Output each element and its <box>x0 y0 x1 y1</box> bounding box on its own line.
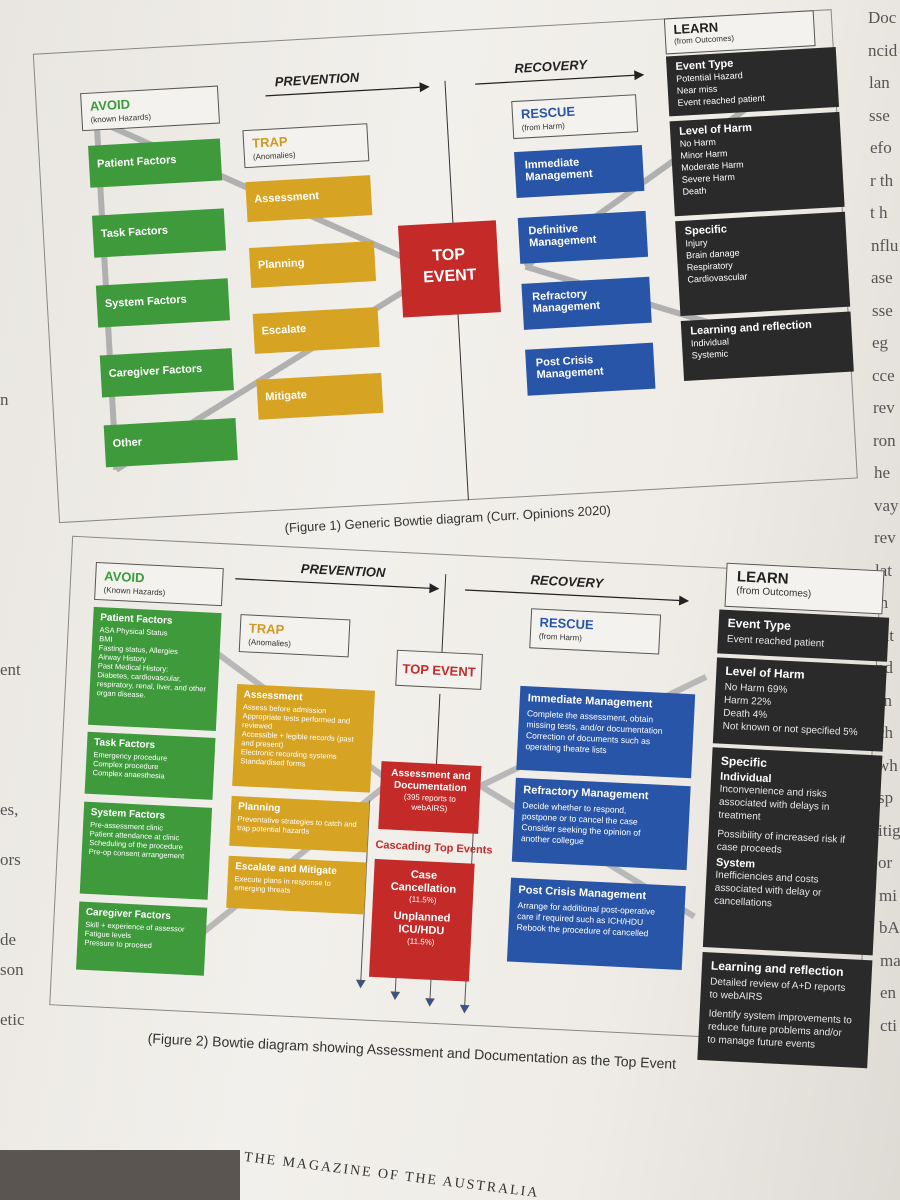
side-text-line: itig <box>878 820 900 840</box>
avoid-item: System Factors <box>95 278 230 328</box>
side-text-line: es, <box>0 800 19 819</box>
side-text-line: lan <box>869 73 890 92</box>
figure-1-rescue-header: RESCUE (from Harm) <box>511 94 639 140</box>
figure-2: PREVENTION RECOVERY AVOID (Known Hazards… <box>45 526 900 1126</box>
side-text-line: n <box>0 390 9 409</box>
avoid-item: Task Factors <box>91 208 227 258</box>
trap-item: Assessment <box>245 175 373 223</box>
trap-item-label: Assessment <box>253 190 320 206</box>
side-text-line: nflu <box>871 235 899 255</box>
figure-2-cascade-box: Case Cancellation (11.5%) Unplanned ICU/… <box>369 858 475 982</box>
side-text-line: eg <box>872 333 889 352</box>
side-text-line: ent <box>0 660 21 679</box>
rescue-title: RESCUE <box>539 614 595 633</box>
trap-item: Escalate <box>252 306 380 354</box>
side-text-line: sse <box>869 105 890 125</box>
trap-subtitle: (Anomalies) <box>248 637 292 649</box>
side-text-line: bA <box>879 918 900 937</box>
side-text-line: rev <box>873 398 895 417</box>
side-text-line: t h <box>870 203 888 222</box>
avoid-item: Caregiver Factors <box>99 348 234 398</box>
avoid-subtitle: (Known Hazards) <box>103 585 166 598</box>
side-text-line: etic <box>0 1010 25 1029</box>
side-text-line: ors <box>0 850 21 869</box>
figure-2-center-event: Assessment and Documentation (395 report… <box>378 761 482 834</box>
avoid-item-label: Patient Factors <box>96 153 177 171</box>
side-text-line: sse <box>872 300 893 320</box>
top-event-line-2: EVENT <box>422 266 477 287</box>
side-text-line: ase <box>871 268 893 287</box>
side-text-line: ron <box>873 430 896 450</box>
avoid-item: Other <box>103 418 238 468</box>
rescue-subtitle: (from Harm) <box>538 631 583 643</box>
magazine-footer: THE MAGAZINE OF THE AUSTRALIA <box>243 1150 541 1200</box>
side-text-line: ncid <box>868 40 898 60</box>
avoid-item-label: System Factors <box>104 293 188 311</box>
side-text-line: sp <box>878 788 894 807</box>
side-text-line: vay <box>874 495 899 515</box>
top-event-title: TOP EVENT <box>402 661 476 680</box>
side-text-line: cce <box>872 365 895 385</box>
rescue-title: RESCUE <box>520 103 576 122</box>
trap-title: TRAP <box>248 620 285 638</box>
avoid-title: AVOID <box>89 96 131 114</box>
avoid-item-label: Task Factors <box>100 224 169 241</box>
figure-1-avoid-header: AVOID (known Hazards) <box>80 85 220 132</box>
avoid-item-label: Caregiver Factors <box>108 362 203 381</box>
trap-item: Mitigate <box>256 372 384 420</box>
figure-2-rescue-header: RESCUE (from Harm) <box>529 608 662 655</box>
side-text-line: de <box>0 930 17 949</box>
trap-title: TRAP <box>251 133 288 151</box>
figure-1-top-event: TOP EVENT <box>397 220 501 318</box>
trap-item-label: Mitigate <box>265 389 308 404</box>
side-text-line: cti <box>880 1015 897 1035</box>
side-text-line: or <box>878 853 893 872</box>
figure-1: PREVENTION RECOVERY AVOID (known Hazards… <box>31 0 890 563</box>
avoid-item-label: Other <box>112 436 143 450</box>
side-text-line: ma <box>880 950 900 970</box>
trap-item: Planning <box>248 241 377 288</box>
figure-1-trap-header: TRAP (Anomalies) <box>242 123 370 169</box>
figure-2-avoid-header: AVOID (Known Hazards) <box>94 561 224 607</box>
side-text-line: mi <box>879 885 897 905</box>
side-text-line: en <box>880 983 897 1002</box>
figure-2-learn-header: LEARN (from Outcomes) <box>724 562 885 615</box>
side-text-line: efo <box>870 138 892 157</box>
table-surface <box>0 1150 240 1200</box>
side-text-line: r th <box>870 170 894 190</box>
figure-2-trap-header: TRAP (Anomalies) <box>238 614 351 658</box>
side-text-line: son <box>0 960 24 979</box>
trap-item-label: Escalate <box>261 322 307 338</box>
avoid-title: AVOID <box>103 568 145 586</box>
figure-2-top-event-header: TOP EVENT <box>395 649 483 690</box>
trap-item-label: Planning <box>257 256 305 272</box>
avoid-item: Patient Factors <box>88 138 223 188</box>
side-text-line: he <box>874 463 891 482</box>
side-text-line: rev <box>874 528 896 547</box>
side-text-line: Doc <box>868 8 897 27</box>
